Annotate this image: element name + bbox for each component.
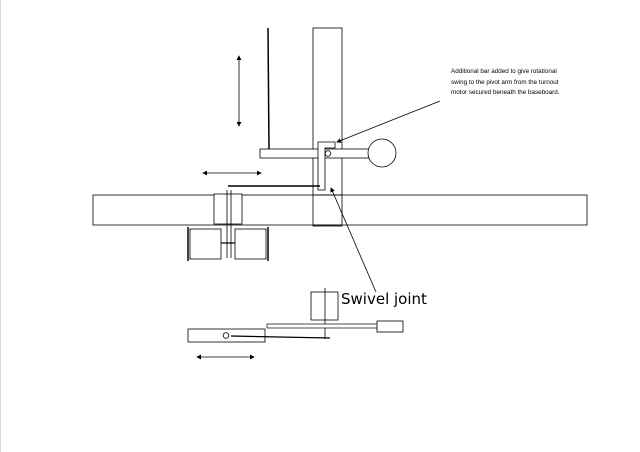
- vertical-post: [312, 27, 343, 227]
- pivot-point: [324, 150, 332, 157]
- turnout-motor-circle: [367, 138, 397, 168]
- lower-pivot-point: [222, 332, 230, 339]
- baseboard: [92, 194, 588, 226]
- annotation-leader-line: [336, 100, 441, 143]
- coupling-upper-block: [213, 193, 243, 225]
- vertical-rod: [267, 27, 270, 151]
- left-solenoid-coil: [189, 228, 222, 260]
- lower-rod-inner: [230, 335, 331, 339]
- baseboard-post-segment: [312, 194, 343, 226]
- lower-motor-block: [376, 320, 404, 333]
- annotation-note: Additional bar added to give rotational …: [451, 68, 560, 96]
- swivel-bracket: [317, 141, 336, 191]
- lower-link-bar: [266, 323, 379, 329]
- swivel-leader-line: [330, 187, 377, 293]
- swivel-post-block: [310, 291, 339, 321]
- pivot-arm: [259, 148, 371, 159]
- swivel-joint-label: Swivel joint: [341, 290, 427, 308]
- right-solenoid-coil: [234, 228, 267, 260]
